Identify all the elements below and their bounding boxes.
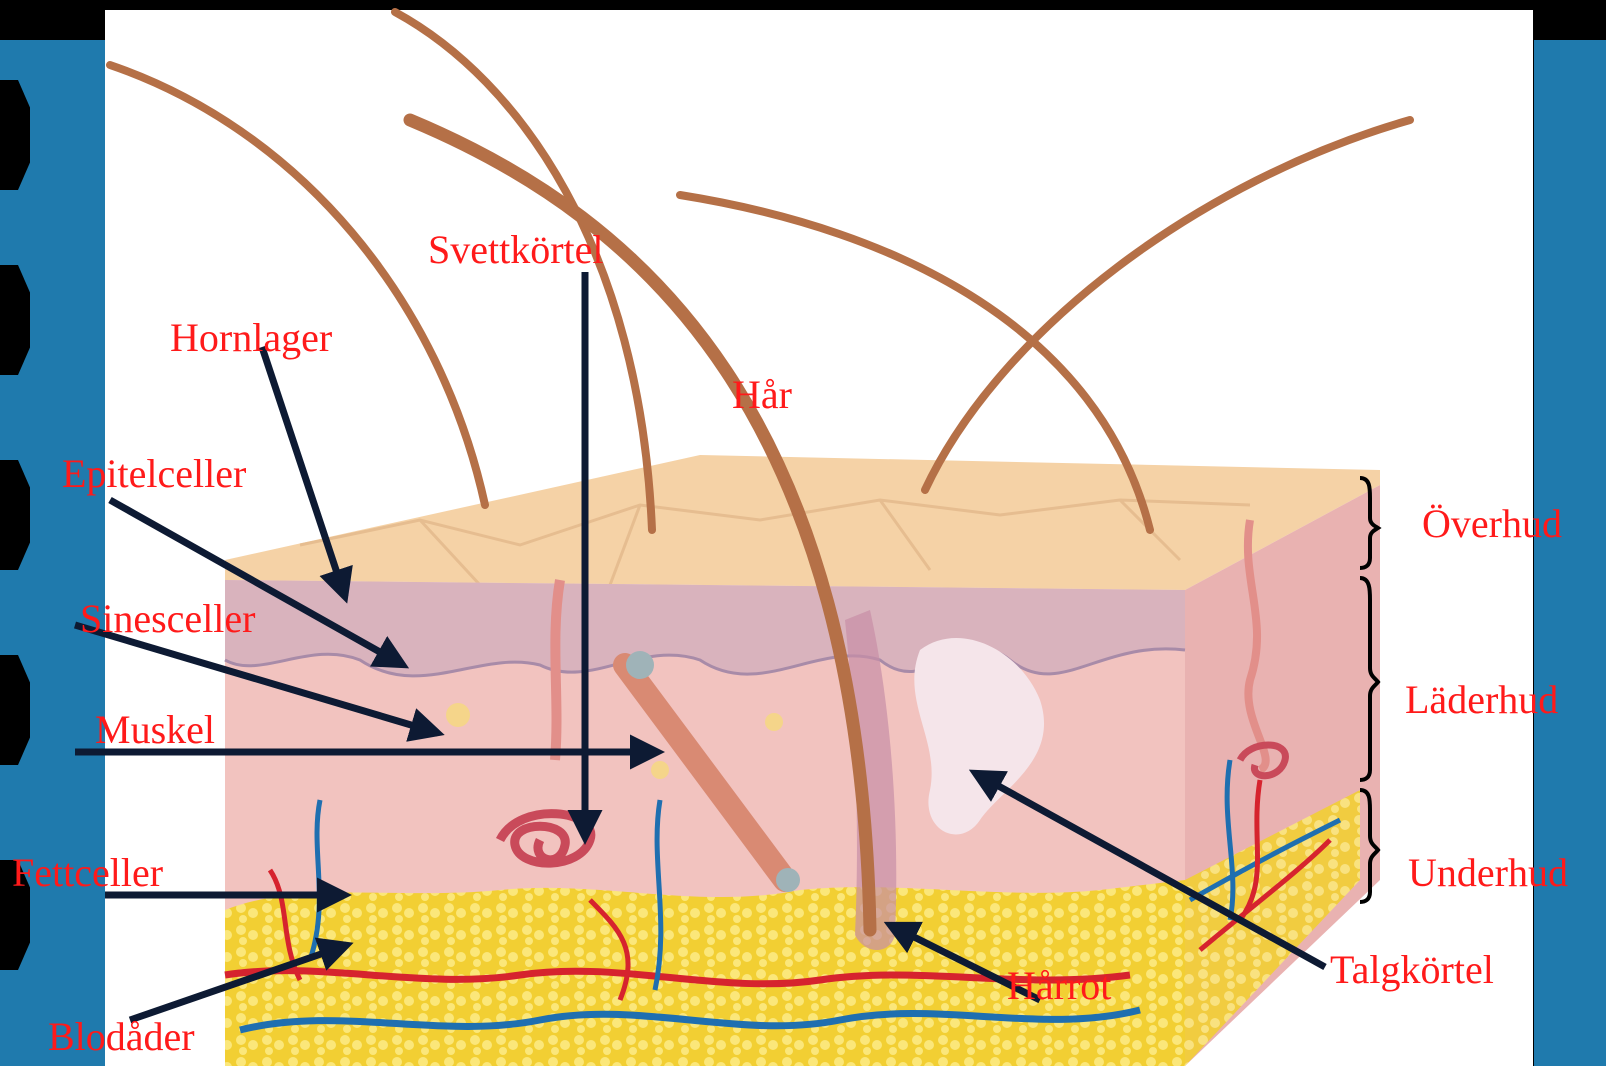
label-underhud: Underhud [1408, 853, 1568, 893]
label-laderhud: Läderhud [1405, 680, 1558, 720]
label-harrot: Hårrot [1007, 966, 1111, 1006]
label-talgkortel: Talgkörtel [1330, 950, 1494, 990]
label-overhud: Överhud [1422, 504, 1562, 544]
label-har: Hår [732, 375, 792, 415]
label-sinesceller: Sinesceller [80, 599, 256, 639]
sensory-cell [446, 703, 470, 727]
label-muskel: Muskel [95, 710, 215, 750]
label-fettceller: Fettceller [12, 853, 163, 893]
label-svettkortel: Svettkörtel [428, 230, 604, 270]
label-blodader: Blodåder [48, 1017, 195, 1057]
label-hornlager: Hornlager [170, 318, 332, 358]
label-epitelceller: Epitelceller [62, 454, 246, 494]
